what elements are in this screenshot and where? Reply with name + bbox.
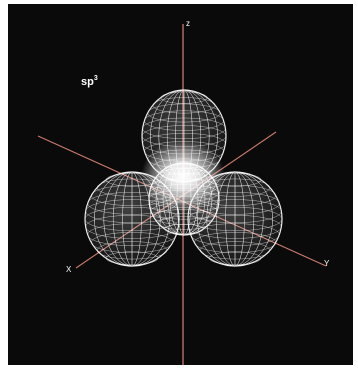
nucleus-glow (141, 140, 225, 212)
y-axis-label: Y (324, 259, 330, 268)
orbital-canvas: sp3 z X Y (8, 4, 353, 365)
x-axis-label: X (66, 265, 72, 274)
z-axis-label: z (186, 19, 190, 28)
orbital-scene: sp3 z X Y (8, 4, 353, 365)
